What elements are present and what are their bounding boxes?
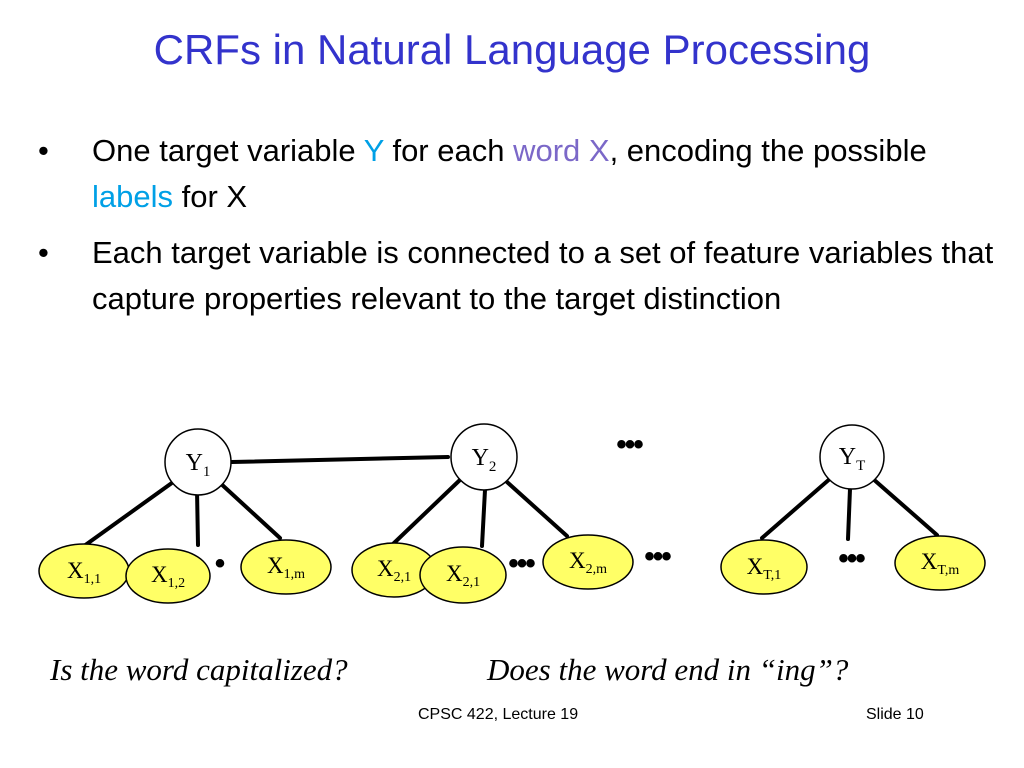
- question-capitalized: Is the word capitalized?: [50, 652, 348, 687]
- bullet-text-run: for X: [173, 179, 248, 214]
- x-node-subscript: T,1: [763, 568, 781, 583]
- edge-yt-xtm: [870, 476, 939, 537]
- x-node-label: X: [747, 554, 764, 579]
- svg-text:X2,1: X2,1: [446, 561, 480, 590]
- highlight-labels: labels: [92, 179, 173, 214]
- svg-text:X2,1: X2,1: [377, 556, 411, 585]
- svg-text:X1,2: X1,2: [151, 562, 185, 591]
- x-node-subscript: 1,m: [284, 567, 306, 582]
- x-node-subscript: T,m: [937, 563, 959, 578]
- ellipsis-group2-b: •••: [644, 540, 671, 573]
- slide-title: CRFs in Natural Language Processing: [153, 26, 871, 73]
- bullet-text-run: , encoding the possible: [609, 133, 927, 168]
- bullet-glyph: •: [38, 235, 49, 270]
- edge-y1-x1m: [217, 480, 282, 540]
- svg-text:YT: YT: [839, 444, 866, 474]
- x-node-subscript: 1,2: [168, 576, 186, 591]
- y-node-label: Y: [839, 444, 856, 470]
- svg-text:XT,m: XT,m: [921, 549, 960, 578]
- edge-y1-x11: [82, 478, 178, 548]
- highlight-y: Y: [363, 133, 384, 168]
- bullet-text-run: One target variable: [92, 133, 364, 168]
- x-node-subscript: 1,1: [84, 572, 102, 587]
- bullet-text-run: for each: [383, 133, 514, 168]
- bullet-text-run: Each target variable is connected to a s…: [92, 235, 994, 316]
- edge-y1-y2: [230, 455, 450, 464]
- footer-course: CPSC 422, Lecture 19: [418, 706, 579, 723]
- x-node-1-m: X1,m: [240, 539, 332, 595]
- y-node-subscript: T: [856, 458, 865, 474]
- x-node-label: X: [151, 562, 168, 587]
- x-node-label: X: [267, 553, 284, 578]
- svg-text:X2,m: X2,m: [569, 548, 607, 577]
- x-node-1-1: X1,1: [38, 543, 130, 599]
- bullet-glyph: •: [38, 133, 49, 168]
- x-node-label: X: [446, 561, 463, 586]
- x-node-t-m: XT,m: [894, 535, 986, 591]
- bullet-list: • One target variable Y for each word X,…: [38, 128, 998, 332]
- x-node-2-1: X2,1: [351, 542, 437, 598]
- edge-yt-xtt: [846, 487, 852, 541]
- question-ing: Does the word end in “ing”?: [487, 652, 849, 687]
- edge-yt-xt1: [760, 475, 834, 540]
- diagram-edges: [82, 455, 939, 548]
- y-node-2: Y2: [450, 423, 518, 491]
- edge-y1-x12: [195, 488, 200, 547]
- x-node-subscript: 2,1: [394, 570, 412, 585]
- x-node-1-2: X1,2: [125, 548, 211, 604]
- x-node-subscript: 2,m: [586, 562, 608, 577]
- y-node-1: Y1: [164, 428, 232, 496]
- x-node-label: X: [377, 556, 394, 581]
- ellipsis-top: •••: [616, 428, 643, 461]
- footer-slide-number: Slide 10: [866, 706, 924, 723]
- svg-text:X1,1: X1,1: [67, 558, 101, 587]
- highlight-word-x: word X: [513, 133, 610, 168]
- x-node-label: X: [67, 558, 84, 583]
- edge-y2-x21: [391, 476, 464, 546]
- bullet-item: • One target variable Y for each word X,…: [38, 128, 998, 220]
- ellipsis-dot-group1: •: [215, 547, 226, 580]
- ellipsis-group3: •••: [838, 542, 865, 575]
- svg-text:Y1: Y1: [186, 450, 211, 480]
- svg-text:Y2: Y2: [472, 445, 497, 475]
- y-node-t: YT: [819, 424, 885, 490]
- x-node-label: X: [921, 549, 938, 574]
- y-node-subscript: 1: [203, 464, 211, 480]
- ellipsis-group2-a: •••: [508, 547, 535, 580]
- bullet-item: • Each target variable is connected to a…: [38, 230, 998, 322]
- svg-text:XT,1: XT,1: [747, 554, 782, 583]
- svg-text:X1,m: X1,m: [267, 553, 305, 582]
- edge-y2-x21b: [480, 488, 487, 548]
- x-node-t-1: XT,1: [720, 539, 808, 595]
- y-node-label: Y: [472, 445, 489, 471]
- edge-y2-x2m: [505, 480, 569, 538]
- x-node-label: X: [569, 548, 586, 573]
- x-node-2-m: X2,m: [542, 534, 634, 590]
- x-node-subscript: 2,1: [463, 575, 481, 590]
- y-node-subscript: 2: [489, 459, 497, 475]
- y-node-label: Y: [186, 450, 203, 476]
- x-node-2-1-overlap: X2,1: [419, 546, 507, 604]
